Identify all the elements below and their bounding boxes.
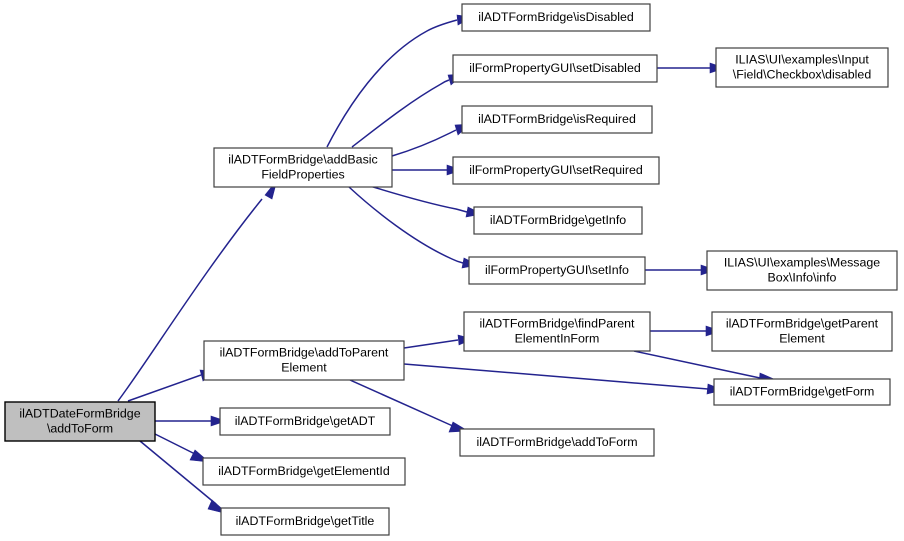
- node-box[interactable]: [713, 378, 891, 406]
- edge-line: [127, 374, 202, 402]
- node-box[interactable]: [213, 147, 393, 188]
- node-box[interactable]: [452, 54, 658, 83]
- node-box[interactable]: [459, 428, 655, 457]
- node-box[interactable]: [706, 250, 898, 291]
- call-edge-addBasicFieldProperties-to-setDisabled: [351, 73, 464, 148]
- edge-line: [633, 350, 761, 379]
- call-edge-setDisabled-to-checkboxDisabled: [657, 62, 726, 74]
- node-box[interactable]: [473, 206, 643, 235]
- edge-line: [351, 79, 450, 148]
- edge-line: [348, 186, 464, 264]
- graph-node-setDisabled[interactable]: ilFormPropertyGUI\setDisabled: [452, 54, 658, 83]
- node-box[interactable]: [461, 3, 651, 32]
- call-edge-root-to-getElementId: [154, 433, 210, 463]
- call-edge-root-to-addToParentElement: [127, 369, 217, 402]
- node-box[interactable]: [711, 311, 893, 352]
- node-box[interactable]: [219, 407, 391, 436]
- edge-line: [117, 198, 263, 402]
- node-box[interactable]: [203, 340, 405, 381]
- node-box[interactable]: [715, 47, 889, 88]
- graph-node-isDisabled[interactable]: ilADTFormBridge\isDisabled: [461, 3, 651, 32]
- edge-line: [139, 440, 217, 505]
- graph-node-getADT[interactable]: ilADTFormBridge\getADT: [219, 407, 391, 436]
- edge-line: [349, 379, 456, 428]
- graph-node-isRequired[interactable]: ilADTFormBridge\isRequired: [461, 105, 653, 134]
- graph-node-root[interactable]: ilADTDateFormBridge\addToForm: [4, 401, 156, 442]
- node-box[interactable]: [463, 311, 651, 352]
- call-edge-root-to-getADT: [155, 415, 227, 427]
- call-edge-addToParentElement-to-getForm: [403, 363, 724, 395]
- arrowhead-icon: [210, 415, 227, 427]
- call-edge-addToParentElement-to-findParentElementInForm: [403, 334, 474, 349]
- call-edge-addBasicFieldProperties-to-getInfo: [369, 185, 483, 218]
- node-box[interactable]: [461, 105, 653, 134]
- graph-node-getInfo[interactable]: ilADTFormBridge\getInfo: [473, 206, 643, 235]
- node-box[interactable]: [452, 156, 660, 185]
- graph-node-getElementId[interactable]: ilADTFormBridge\getElementId: [202, 457, 406, 486]
- node-box[interactable]: [4, 401, 156, 442]
- graph-node-setRequired[interactable]: ilFormPropertyGUI\setRequired: [452, 156, 660, 185]
- edge-line: [403, 339, 459, 349]
- edges-layer: [117, 14, 778, 515]
- edge-line: [391, 129, 457, 157]
- call-edge-addBasicFieldProperties-to-isRequired: [391, 123, 471, 157]
- call-edge-findParentElementInForm-to-getForm: [633, 350, 778, 384]
- graph-node-getTitle[interactable]: ilADTFormBridge\getTitle: [220, 507, 390, 536]
- edge-line: [403, 363, 709, 390]
- edge-line: [369, 185, 468, 213]
- call-edge-findParentElementInForm-to-getParentElement: [650, 325, 722, 337]
- graph-node-addToForm[interactable]: ilADTFormBridge\addToForm: [459, 428, 655, 457]
- node-box[interactable]: [468, 256, 646, 285]
- graph-node-getForm[interactable]: ilADTFormBridge\getForm: [713, 378, 891, 406]
- call-edge-setInfo-to-messageBoxInfo: [645, 264, 717, 276]
- node-box[interactable]: [202, 457, 406, 486]
- node-box[interactable]: [220, 507, 390, 536]
- graph-node-setInfo[interactable]: ilFormPropertyGUI\setInfo: [468, 256, 646, 285]
- graph-node-checkboxDisabled[interactable]: ILIAS\UI\examples\Input\Field\Checkbox\d…: [715, 47, 889, 88]
- edge-line: [326, 19, 458, 148]
- call-edge-addBasicFieldProperties-to-setRequired: [392, 164, 463, 176]
- edge-line: [154, 433, 198, 456]
